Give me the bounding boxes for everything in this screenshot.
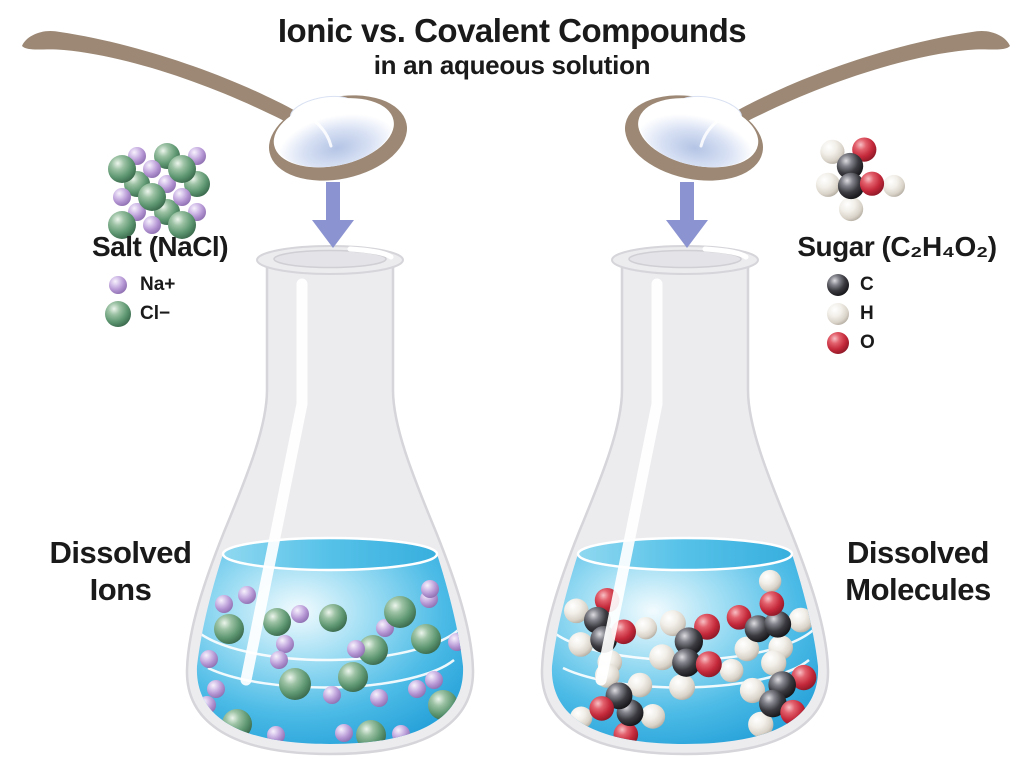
- sugar-spoon-illustration: [604, 16, 1024, 206]
- dissolved-molecules-line1: Dissolved: [847, 535, 989, 570]
- sugar-legend-item-oxygen-atom: O: [824, 330, 875, 356]
- carbon-atom-swatch: [824, 271, 852, 299]
- sugar-label: Sugar (C₂H₄O₂): [797, 231, 997, 262]
- salt-legend-item-chloride-ion: Cl−: [104, 301, 175, 327]
- carbon-atom-label: C: [860, 274, 874, 295]
- dissolved-molecules-line2: Molecules: [845, 572, 991, 607]
- salt-label: Salt (NaCl): [91, 231, 229, 262]
- oxygen-atom-label: O: [860, 332, 875, 353]
- chloride-ion-label: Cl−: [140, 303, 171, 324]
- chloride-ion-swatch: [104, 300, 132, 328]
- sugar-legend-item-hydrogen-atom: H: [824, 301, 875, 327]
- erlenmeyer-flask-salt: [180, 242, 480, 762]
- sugar-molecule-illustration: [800, 128, 920, 243]
- salt-spoon-illustration: [8, 16, 428, 206]
- dissolved-ions-line2: Ions: [89, 572, 152, 607]
- dissolved-ions-caption: Dissolved Ions: [18, 534, 223, 608]
- hydrogen-atom-swatch: [824, 300, 852, 328]
- salt-crystal-illustration: [100, 133, 230, 243]
- pour-arrow-right-icon: [665, 182, 709, 250]
- dissolved-molecules-caption: Dissolved Molecules: [818, 534, 1018, 608]
- salt-legend-item-sodium-ion: Na+: [104, 272, 175, 298]
- dissolved-ions-line1: Dissolved: [49, 535, 192, 570]
- hydrogen-atom-label: H: [860, 303, 874, 324]
- erlenmeyer-flask-sugar: [535, 242, 835, 762]
- pour-arrow-left-icon: [311, 182, 355, 250]
- sodium-ion-swatch: [104, 271, 132, 299]
- sugar-legend-item-carbon-atom: C: [824, 272, 875, 298]
- diagram-subtitle: in an aqueous solution: [373, 50, 651, 80]
- sodium-ion-label: Na+: [140, 274, 176, 295]
- oxygen-atom-swatch: [824, 329, 852, 357]
- diagram-title: Ionic vs. Covalent Compounds: [277, 12, 747, 49]
- salt-legend: Na+ Cl−: [104, 272, 175, 327]
